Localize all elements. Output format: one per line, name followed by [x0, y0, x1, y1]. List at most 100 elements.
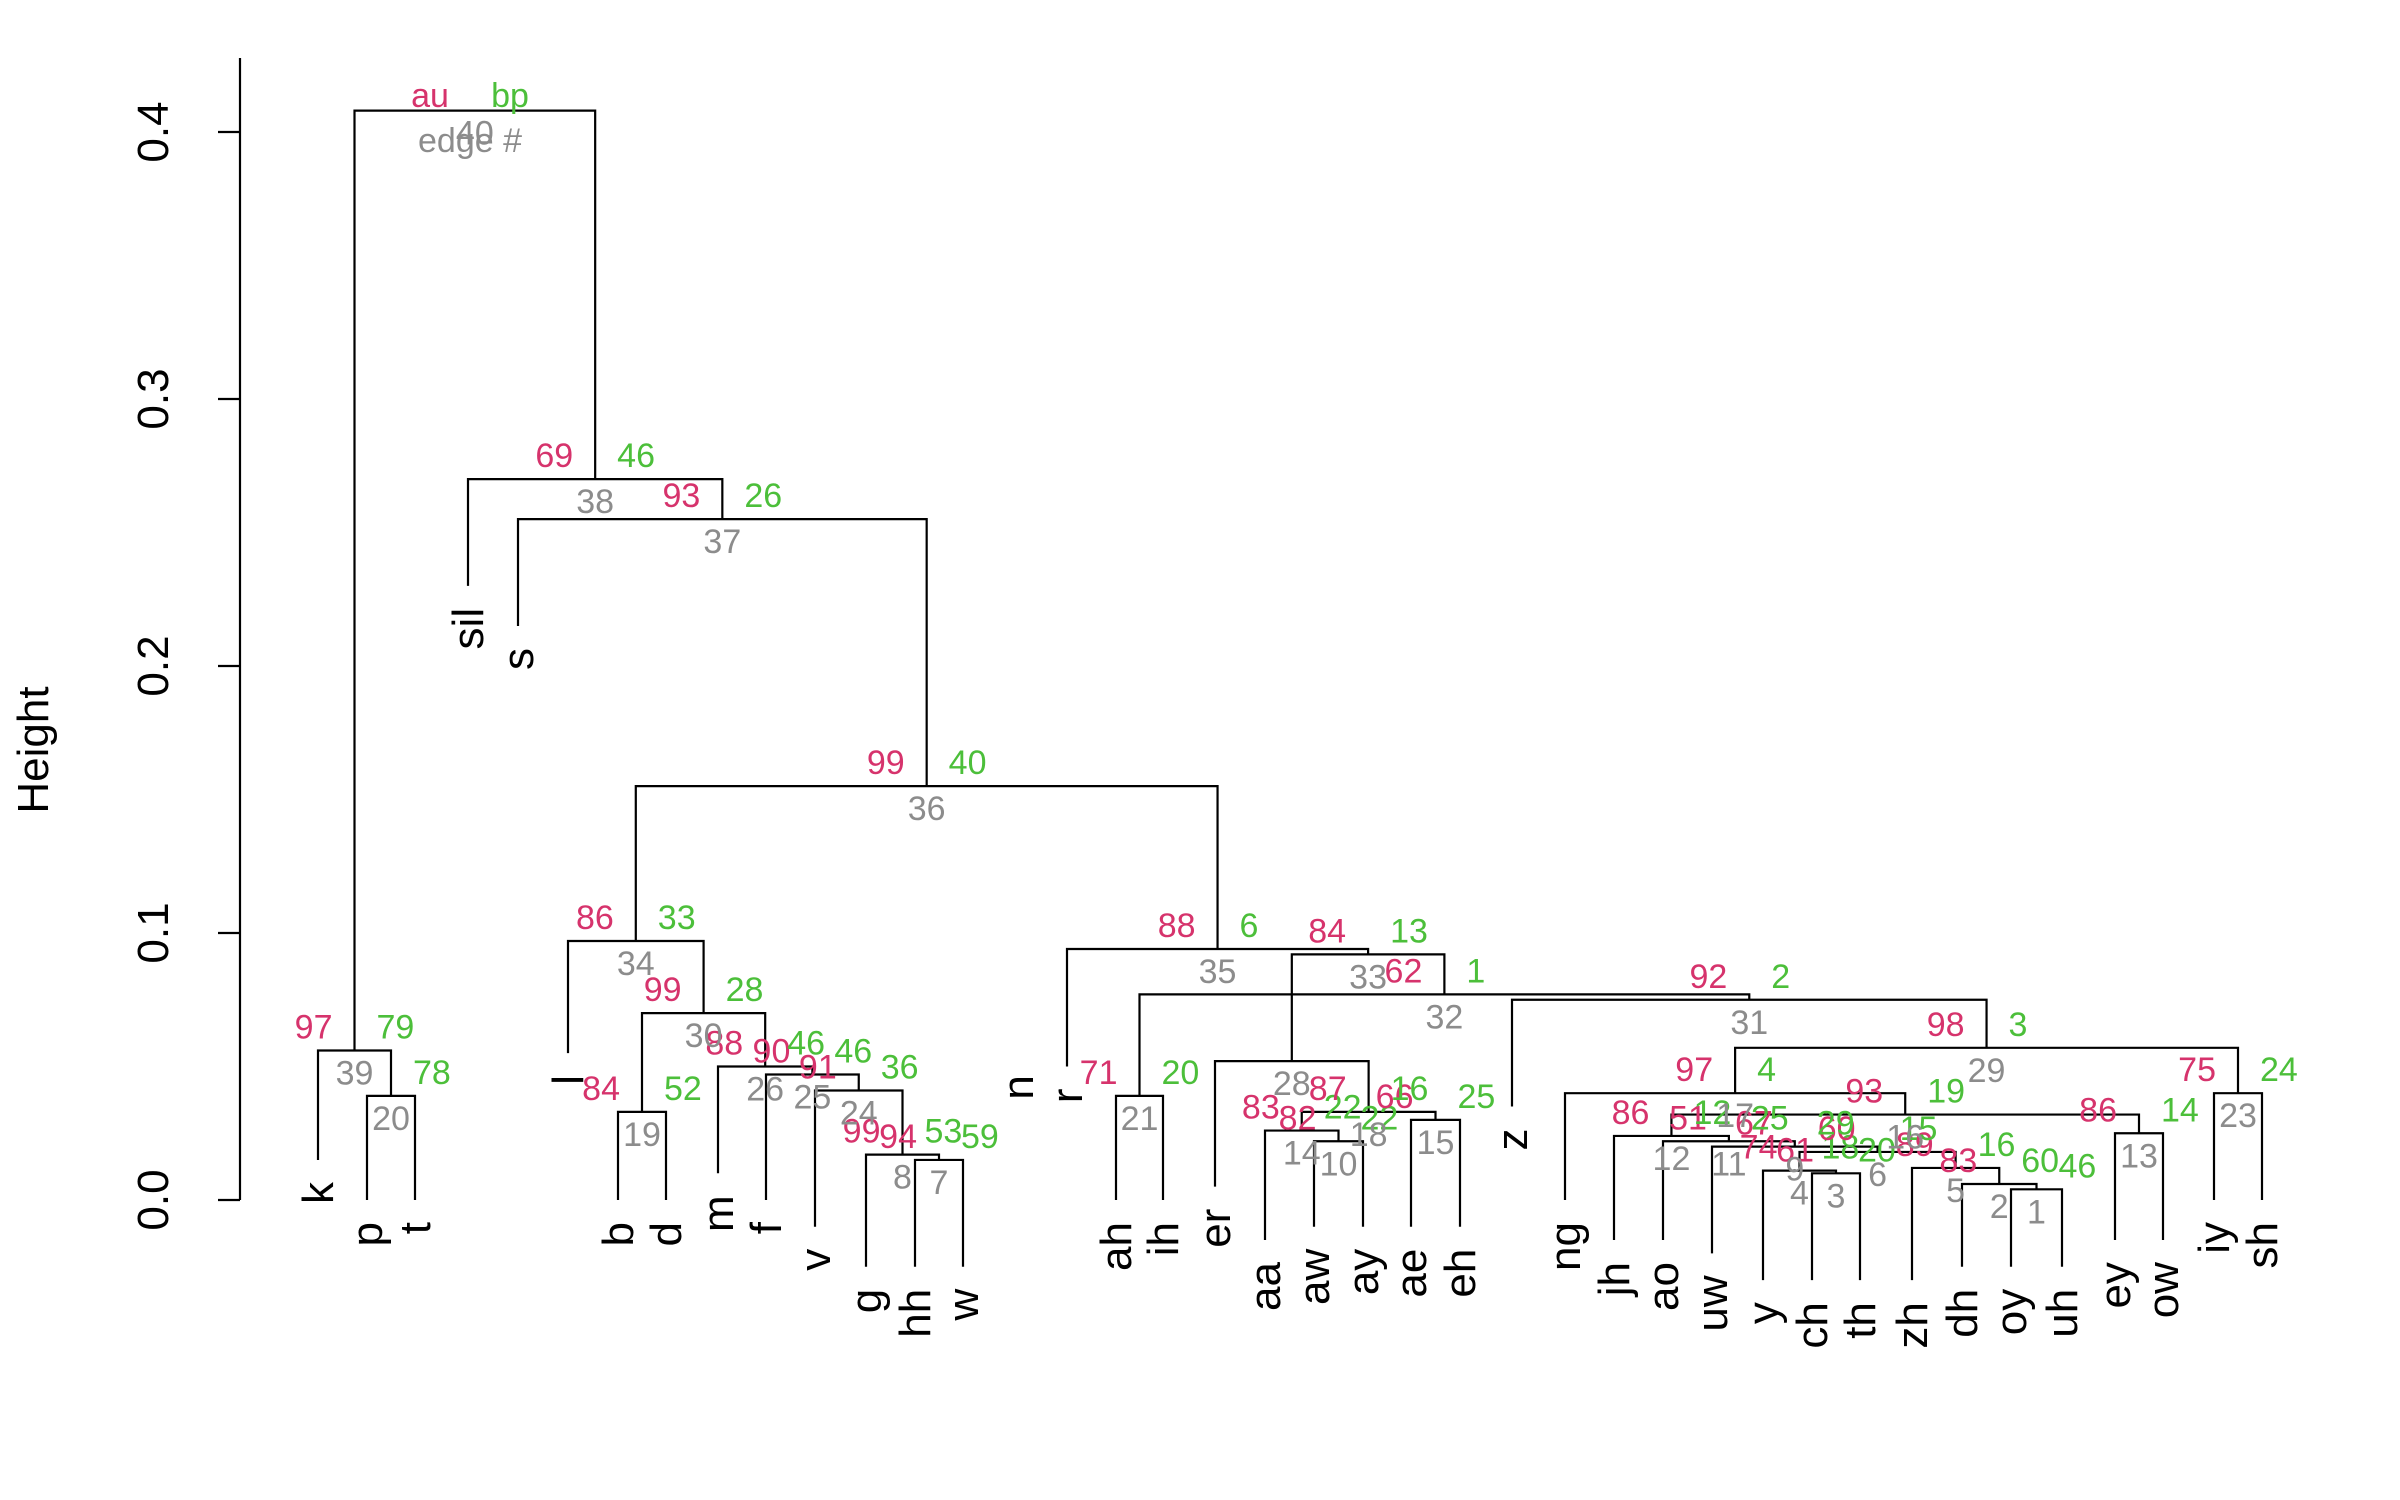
- edge-number: 24: [840, 1095, 878, 1133]
- leaf-label: l: [544, 1075, 593, 1085]
- au-value: 99: [867, 744, 905, 782]
- au-value: 87: [1309, 1070, 1347, 1108]
- bp-value: 36: [881, 1049, 919, 1087]
- leaf-label: uh: [2038, 1289, 2087, 1338]
- au-value: 92: [1689, 958, 1727, 996]
- bp-value: 6: [1240, 907, 1259, 945]
- legend-bp: bp: [491, 77, 529, 115]
- au-value: 88: [705, 1025, 743, 1063]
- leaf-label: aa: [1241, 1262, 1290, 1311]
- leaf-label: ch: [1788, 1302, 1837, 1348]
- leaf-label: hh: [891, 1289, 940, 1338]
- bp-value: 20: [1162, 1054, 1200, 1092]
- bp-value: 1: [1466, 952, 1485, 990]
- edge-number: 37: [703, 523, 741, 561]
- leaf-label: m: [694, 1195, 743, 1232]
- bp-value: 53: [925, 1113, 963, 1151]
- bp-value: 46: [834, 1033, 872, 1071]
- leaf-label: aw: [1290, 1248, 1339, 1304]
- leaf-label: p: [343, 1222, 392, 1246]
- bp-value: 22: [1361, 1099, 1399, 1137]
- bp-value: 3: [2009, 1006, 2028, 1044]
- bp-value: 4: [1757, 1051, 1776, 1089]
- y-axis-title: Height: [9, 686, 58, 813]
- leaf-label: th: [1836, 1302, 1885, 1339]
- leaf-label: d: [642, 1222, 691, 1246]
- leaf-label: ay: [1339, 1249, 1388, 1295]
- edge-number: 17: [1716, 1097, 1754, 1135]
- edge-number: 35: [1199, 953, 1237, 991]
- edge-number: 14: [1283, 1135, 1321, 1173]
- au-value: 66: [1376, 1078, 1414, 1116]
- au-value: 88: [1158, 907, 1196, 945]
- edge-number: 8: [893, 1159, 912, 1197]
- bp-value: 40: [949, 744, 987, 782]
- bp-value: 33: [658, 899, 696, 937]
- edge-number: 15: [1417, 1124, 1455, 1162]
- edge-number: 4: [1790, 1175, 1809, 1213]
- leaf-label: f: [742, 1221, 791, 1234]
- edge-number: 25: [793, 1079, 831, 1117]
- branch: [353, 109, 597, 1051]
- au-value: 98: [1927, 1006, 1965, 1044]
- legend-au: au: [411, 77, 449, 115]
- leaf-label: w: [939, 1289, 988, 1322]
- au-value: 60: [1818, 1110, 1856, 1148]
- leaf-label: iy: [2190, 1222, 2239, 1254]
- bp-value: 16: [1391, 1070, 1429, 1108]
- bp-value: 28: [726, 971, 764, 1009]
- bp-value: 78: [413, 1054, 451, 1092]
- leaf-label: g: [842, 1289, 891, 1313]
- leaf-label: ow: [2139, 1262, 2188, 1318]
- leaf-label: ao: [1639, 1262, 1688, 1311]
- edge-number: 23: [2219, 1097, 2257, 1135]
- edge-number: 29: [1968, 1052, 2006, 1090]
- y-tick-label: 0.1: [129, 902, 178, 963]
- edge-number: 30: [685, 1017, 723, 1055]
- au-value: 75: [2178, 1051, 2216, 1089]
- edge-number: 3: [1827, 1177, 1846, 1215]
- edge-number: 16: [1886, 1119, 1924, 1157]
- au-value: 82: [1279, 1099, 1317, 1137]
- edge-number: 39: [336, 1054, 374, 1092]
- bp-value: 13: [1390, 912, 1428, 950]
- au-value: 93: [663, 477, 701, 515]
- edge-number: 36: [908, 790, 946, 828]
- bp-value: 20: [1858, 1131, 1896, 1169]
- leaf-label: z: [1488, 1129, 1537, 1151]
- edge-number: 13: [2120, 1137, 2158, 1175]
- bp-value: 19: [1927, 1073, 1965, 1111]
- au-value: 84: [582, 1070, 620, 1108]
- y-tick-label: 0.0: [129, 1169, 178, 1230]
- dendrogram-branches: [316, 109, 2264, 1281]
- edge-number: 11: [1711, 1145, 1746, 1183]
- au-value: 94: [879, 1118, 917, 1156]
- edge-number: 1: [2027, 1193, 2046, 1231]
- leaf-label: t: [391, 1222, 440, 1234]
- bp-value: 18: [1822, 1129, 1860, 1167]
- edge-number: 7: [930, 1164, 949, 1202]
- bp-value: 25: [1751, 1099, 1789, 1137]
- leaf-label: zh: [1888, 1302, 1937, 1348]
- au-value: 91: [799, 1049, 837, 1087]
- au-value: 86: [576, 899, 614, 937]
- y-tick-label: 0.3: [129, 368, 178, 429]
- bp-value: 16: [1978, 1126, 2016, 1164]
- au-value: 83: [1242, 1089, 1280, 1127]
- edge-number: 18: [1350, 1116, 1388, 1154]
- au-value: 67: [1735, 1105, 1773, 1143]
- bp-value: 52: [664, 1070, 702, 1108]
- edge-number: 26: [746, 1071, 784, 1109]
- leaf-label: s: [494, 648, 543, 670]
- leaf-label: ah: [1092, 1222, 1141, 1271]
- bp-value: 12: [1693, 1094, 1731, 1132]
- edge-number: 20: [372, 1100, 410, 1138]
- bp-value: 46: [617, 437, 655, 475]
- edge-number: 19: [623, 1116, 661, 1154]
- leaf-label: oy: [1987, 1289, 2036, 1335]
- au-value: 90: [753, 1033, 791, 1071]
- au-value: 86: [1612, 1094, 1650, 1132]
- leaf-label: ih: [1139, 1222, 1188, 1256]
- au-value: 84: [1308, 912, 1346, 950]
- leaf-label: sh: [2238, 1222, 2287, 1268]
